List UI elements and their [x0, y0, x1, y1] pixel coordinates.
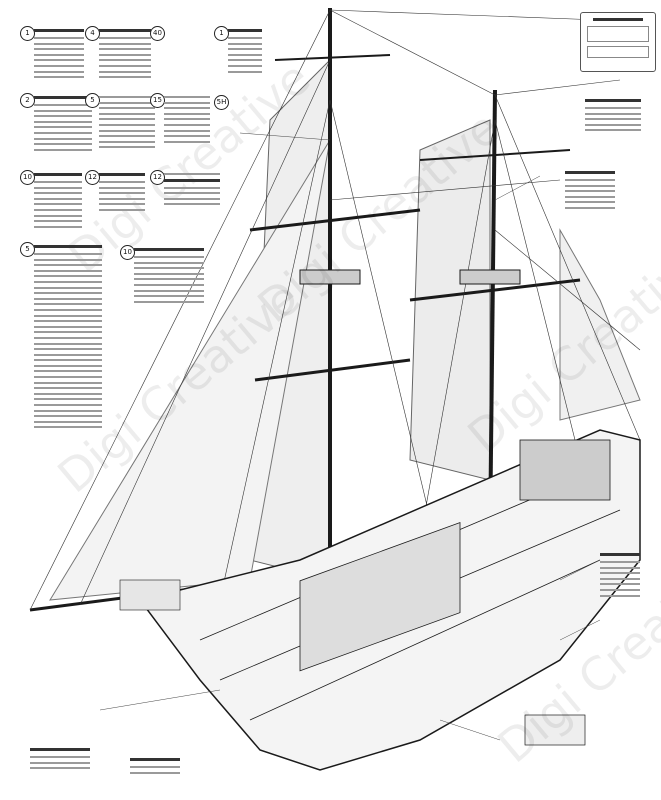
fore-mast	[488, 89, 497, 541]
inset-title	[593, 18, 643, 21]
detail-inset	[580, 12, 656, 72]
mizzen-sail	[559, 228, 641, 421]
